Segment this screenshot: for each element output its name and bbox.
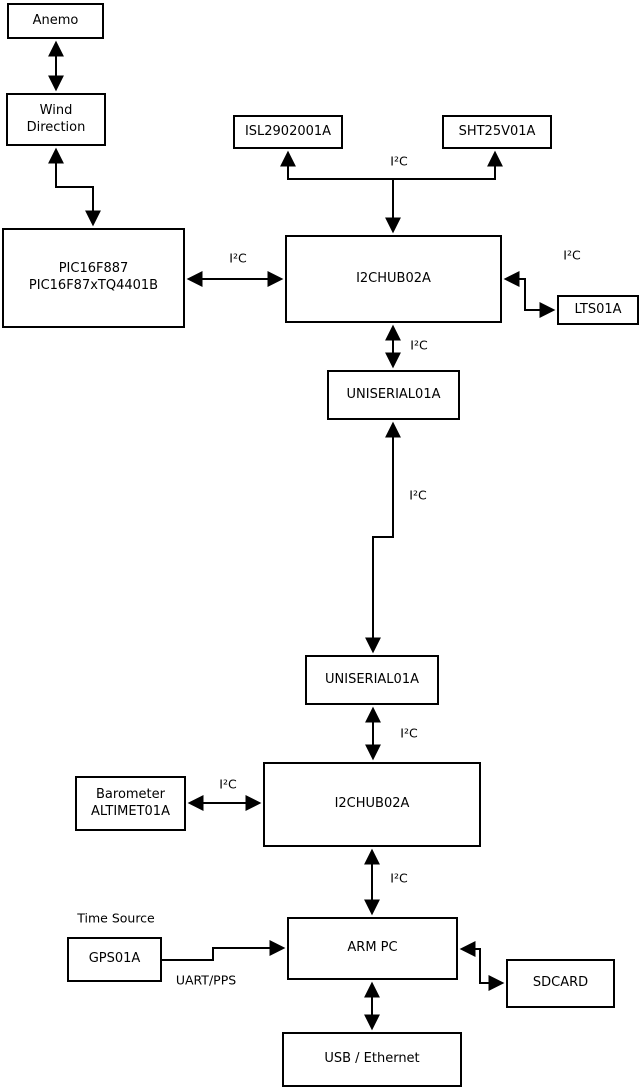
edge-label-i2c-uniserial-hub-bottom: I²C	[399, 725, 419, 741]
node-wind-direction-label: Wind Direction	[26, 102, 86, 135]
node-arm-pc-label: ARM PC	[347, 940, 398, 956]
connector-armpc-sdcard	[459, 941, 505, 991]
connector-wind-pic	[48, 147, 101, 227]
connector-uniserial-top-uniserial-bottom	[365, 421, 401, 654]
node-i2chub02a-bottom-label: I2CHUB02A	[334, 796, 410, 812]
node-uniserial01a-top-label: UNISERIAL01A	[346, 386, 441, 402]
node-sht25v01a: SHT25V01A	[442, 115, 552, 149]
node-i2chub02a-top: I2CHUB02A	[285, 235, 502, 323]
node-usb-ethernet-label: USB / Ethernet	[324, 1051, 420, 1067]
node-barometer-altimet01a: Barometer ALTIMET01A	[75, 776, 186, 831]
node-isl2902001a: ISL2902001A	[233, 115, 343, 149]
node-lts01a: LTS01A	[557, 295, 639, 325]
label-uart-pps: UART/PPS	[174, 972, 238, 988]
edge-label-i2c-hub-armpc: I²C	[389, 870, 409, 886]
node-lts01a-label: LTS01A	[574, 301, 622, 317]
node-i2chub02a-bottom: I2CHUB02A	[263, 762, 481, 847]
connector-gps-armpc	[162, 940, 286, 961]
node-wind-direction: Wind Direction	[6, 93, 106, 146]
node-gps01a: GPS01A	[67, 937, 162, 982]
node-pic16f887-label: PIC16F887 PIC16F87xTQ4401B	[28, 261, 159, 293]
edge-label-i2c-uniserial-link: I²C	[408, 487, 428, 503]
node-sdcard: SDCARD	[506, 959, 615, 1008]
node-pic16f887: PIC16F887 PIC16F87xTQ4401B	[2, 228, 185, 328]
node-sht25v01a-label: SHT25V01A	[458, 123, 536, 139]
edge-label-i2c-pic-hub: I²C	[228, 250, 248, 266]
node-arm-pc: ARM PC	[287, 917, 458, 980]
node-uniserial01a-bottom-label: UNISERIAL01A	[325, 671, 419, 687]
edge-label-i2c-hub-uniserial-top: I²C	[409, 337, 429, 353]
node-i2chub02a-top-label: I2CHUB02A	[356, 270, 431, 286]
node-anemo-label: Anemo	[32, 12, 79, 28]
connector-hub-top-lts	[503, 271, 556, 318]
edge-label-i2c-top-bus: I²C	[389, 153, 409, 169]
node-sdcard-label: SDCARD	[532, 975, 589, 991]
node-uniserial01a-top: UNISERIAL01A	[327, 370, 460, 420]
node-isl2902001a-label: ISL2902001A	[244, 123, 332, 139]
connector-bus-isl-sht	[280, 150, 503, 180]
node-usb-ethernet: USB / Ethernet	[282, 1032, 462, 1087]
node-barometer-altimet01a-label: Barometer ALTIMET01A	[91, 786, 170, 819]
node-anemo: Anemo	[7, 3, 104, 39]
node-gps01a-label: GPS01A	[88, 951, 141, 967]
edge-label-i2c-barometer-hub: I²C	[218, 776, 238, 792]
node-uniserial01a-bottom: UNISERIAL01A	[305, 655, 439, 705]
edge-label-i2c-hub-lts: I²C	[562, 247, 582, 263]
label-time-source: Time Source	[76, 910, 156, 926]
